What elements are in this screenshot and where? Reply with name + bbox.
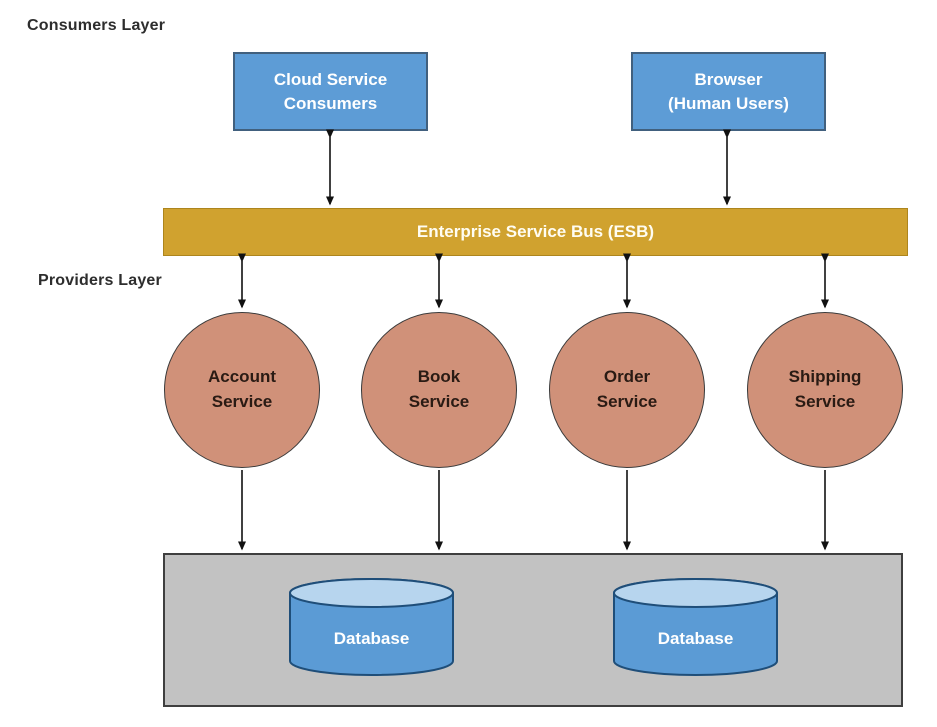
consumers-layer-label: Consumers Layer [27,17,166,34]
database-left-label: Database [333,629,410,648]
database-cylinder-icon [289,578,454,676]
database-cylinder-icon [613,578,778,676]
book-service-label: Book Service [408,367,470,411]
browser-human-users-box: Browser (Human Users) [631,52,826,131]
shipping-service-label: Shipping Service [788,367,862,411]
book-service-circle: Book Service [361,312,517,468]
providers-layer-label: Providers Layer [38,272,162,289]
account-service-circle: Account Service [164,312,320,468]
browser-human-users-label: Browser (Human Users) [668,69,789,113]
database-cylinder-right: Database [612,577,779,677]
database-right-label: Database [657,629,734,648]
shipping-service-circle: Shipping Service [747,312,903,468]
account-service-label: Account Service [208,367,276,411]
database-cylinder-left: Database [288,577,455,677]
enterprise-service-bus-bar: Enterprise Service Bus (ESB) [163,208,908,256]
order-service-circle: Order Service [549,312,705,468]
enterprise-service-bus-label: Enterprise Service Bus (ESB) [416,222,655,241]
cloud-service-consumers-box: Cloud Service Consumers [233,52,428,131]
datastore-panel [163,553,903,707]
cloud-service-consumers-label: Cloud Service Consumers [273,69,388,113]
order-service-label: Order Service [596,367,658,411]
